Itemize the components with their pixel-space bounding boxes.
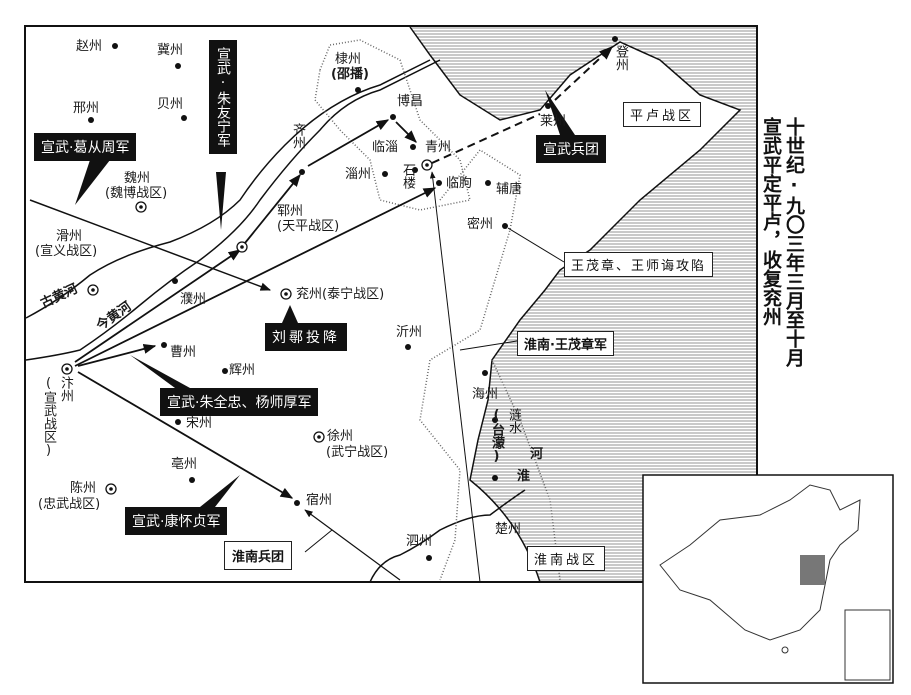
- old-yellow-river: [25, 59, 431, 319]
- place-caozhou: 曹州: [170, 345, 197, 360]
- river-huai: 淮: [517, 469, 531, 484]
- army-xuanwu-bingtuan: 宣武兵团: [536, 135, 606, 163]
- route-arrow: [429, 171, 481, 583]
- new-yellow-river: [25, 59, 441, 361]
- route-arrow: [77, 343, 157, 367]
- place-songzhou: 宋州: [186, 416, 213, 431]
- army-wang-maozhang-capture: 王茂章、王师诲攻陷: [564, 252, 714, 277]
- place-yunzhou-district: (天平战区): [277, 219, 340, 234]
- district-capitals: [61, 159, 433, 495]
- boundary-line: [491, 359, 561, 581]
- callout-pointer: [507, 227, 565, 263]
- army-wang-maozhang: 淮南·王茂章军: [517, 331, 614, 356]
- place-jizhou: 冀州: [157, 43, 184, 58]
- map-frame: [24, 25, 758, 583]
- region-pinglu: 平卢战区: [623, 102, 702, 127]
- place-xuzhou-district: (武宁战区): [326, 445, 389, 460]
- route-arrow: [77, 371, 294, 499]
- place-huizhou: 辉州: [229, 363, 256, 378]
- callout-pointer: [282, 305, 298, 323]
- place-chenzhou: 陈州: [70, 481, 97, 496]
- region-huainan: 淮南战区: [527, 546, 606, 571]
- highlight-region: [800, 555, 825, 585]
- place-bozhou: 亳州: [171, 457, 198, 472]
- place-lianshui: 涟水: [506, 408, 521, 434]
- place-shilou: 石楼: [400, 163, 415, 189]
- route-arrow: [74, 187, 437, 367]
- place-chenzhou-district: (忠武战区): [38, 497, 101, 512]
- city-dots: [88, 36, 618, 561]
- callout-pointer: [75, 160, 110, 205]
- place-bianzhou: 汴州: [58, 376, 73, 402]
- army-huainan-bingtuan: 淮南兵团: [224, 541, 293, 570]
- river-he: 河: [530, 447, 544, 462]
- boundary-line: [419, 149, 521, 581]
- place-linzi: 临淄: [372, 140, 399, 155]
- place-linqu: 临朐: [446, 176, 473, 191]
- sea-area: [410, 27, 757, 582]
- route-arrow: [395, 121, 417, 143]
- place-yizhou: 沂州: [396, 325, 423, 340]
- place-qingzhou: 青州: [425, 140, 452, 155]
- place-xingzhou: 邢州: [73, 101, 100, 116]
- route-arrow: [29, 199, 271, 291]
- place-weizhou: 魏州: [124, 171, 151, 186]
- place-laizhou: 莱州: [540, 114, 567, 129]
- place-xuzhou: 徐州: [327, 429, 354, 444]
- place-sizhou: 泗州: [406, 534, 433, 549]
- place-zizhou: 淄州: [345, 167, 372, 182]
- callout-pointer: [304, 529, 333, 553]
- huai-river: [369, 489, 526, 583]
- place-bianzhou-district: (宣武战区): [41, 376, 56, 458]
- place-weizhou-district: (魏博战区): [105, 186, 168, 201]
- army-kang-huaizhen: 宣武·康怀贞军: [125, 507, 228, 535]
- place-haizhou: 海州: [472, 387, 499, 402]
- route-arrow: [244, 174, 301, 244]
- boundary-line: [314, 39, 471, 211]
- callout-pointer: [545, 90, 575, 135]
- place-zhaozhou: 赵州: [76, 39, 103, 54]
- army-ge-congzhou: 宣武·葛从周军: [34, 133, 137, 161]
- callout-pointer: [200, 475, 240, 507]
- route-arrow-dashed: [431, 113, 541, 164]
- place-beizhou: 贝州: [157, 97, 184, 112]
- place-qizhou: 齐州: [290, 123, 305, 149]
- army-zhu-youning: 宣武·朱友宁军: [209, 40, 237, 154]
- place-huazhou: 滑州: [56, 229, 83, 244]
- place-bochang: 博昌: [397, 94, 424, 109]
- place-puzhou: 濮州: [180, 292, 207, 307]
- callout-pointer: [216, 172, 226, 230]
- place-yunzhou: 郓州: [277, 204, 304, 219]
- army-liu-xun-surrender: 刘鄩投降: [265, 323, 347, 351]
- map-subtitle: 宣武平定平卢，收复兖州: [760, 117, 782, 326]
- place-dengzhou: 登州: [613, 45, 628, 71]
- route-arrow: [304, 509, 401, 581]
- army-zhu-quanzhong: 宣武·朱全忠、杨师厚军: [160, 388, 319, 416]
- inset-china-locator-map: [642, 474, 894, 684]
- place-taimeng: (台濛): [489, 408, 504, 464]
- map-title: 十世纪·九〇三年三月至十月: [783, 117, 805, 367]
- place-futang: 辅唐: [496, 182, 523, 197]
- callout-pointer: [130, 355, 190, 388]
- route-arrow: [307, 119, 390, 167]
- route-arrow: [74, 249, 242, 363]
- place-huazhou-district: (宣义战区): [35, 244, 98, 259]
- place-suzhou: 宿州: [306, 493, 333, 508]
- place-yanzhou: 兖州(泰宁战区): [296, 287, 385, 302]
- place-chuzhou: 楚州: [495, 522, 522, 537]
- place-dizhou-sub: (邵播): [331, 67, 369, 82]
- place-mizhou: 密州: [467, 217, 494, 232]
- place-dizhou: 棣州: [335, 52, 362, 67]
- callout-pointer: [459, 340, 518, 351]
